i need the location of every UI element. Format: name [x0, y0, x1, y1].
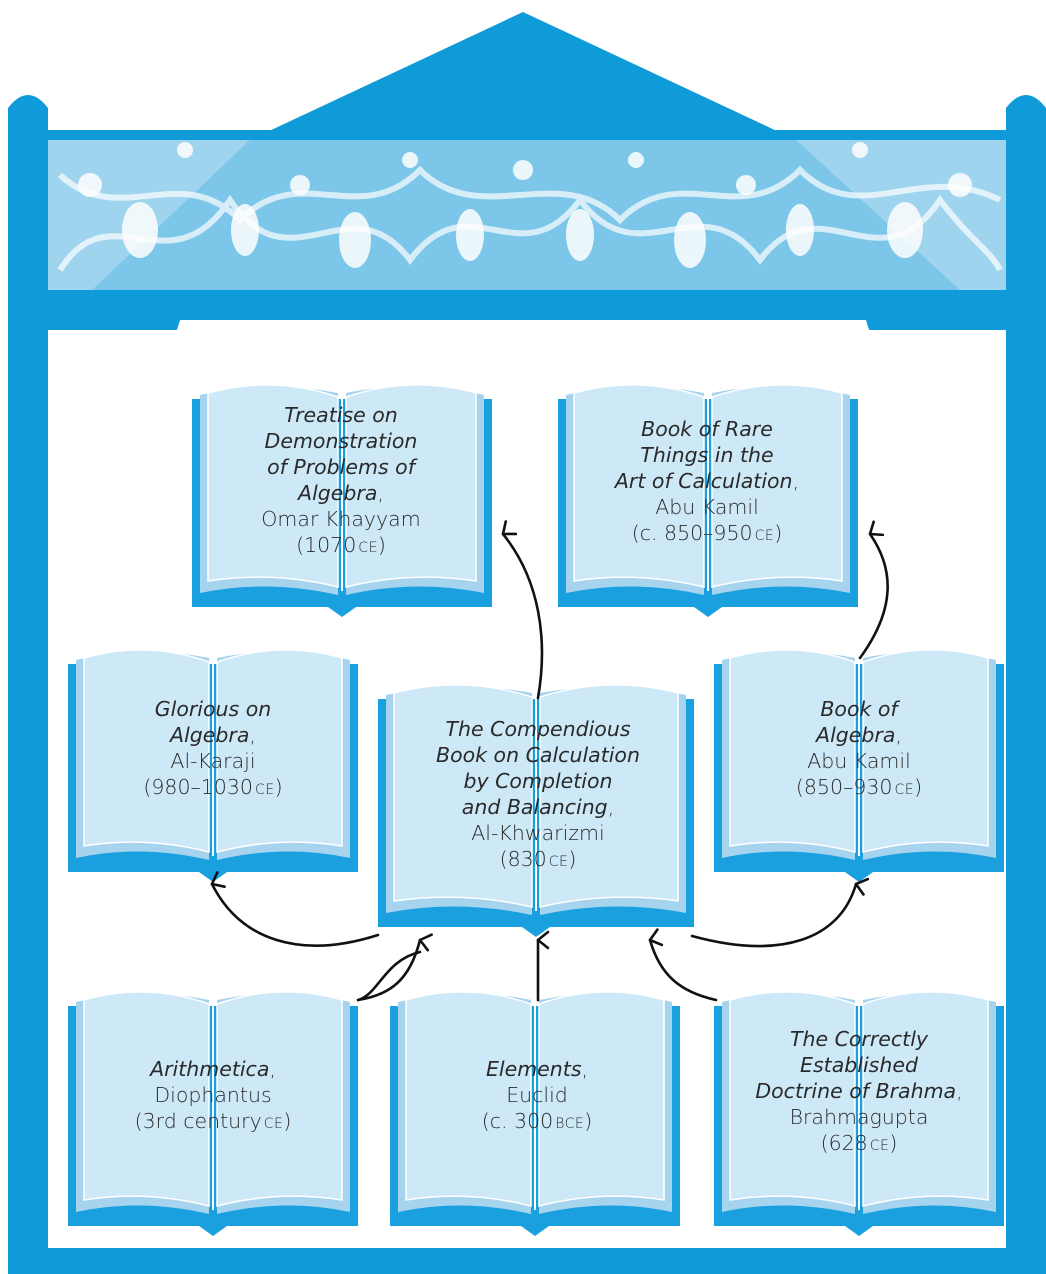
date: 3rd century — [142, 1109, 262, 1133]
era: BCE — [555, 1116, 585, 1132]
title-line: The Compendious — [445, 717, 631, 741]
right-page — [539, 684, 679, 908]
left-page — [83, 991, 210, 1207]
book-text-rare-things: Book of Rare Things in the Art of Calcul… — [562, 416, 852, 549]
era: CE — [254, 782, 275, 798]
right-page — [711, 384, 843, 588]
right-page — [216, 991, 343, 1207]
author: Abu Kamil — [807, 749, 911, 773]
era: CE — [263, 1116, 284, 1132]
right-page — [538, 991, 665, 1207]
date: 1070 — [304, 533, 357, 557]
influence-arrows — [210, 520, 889, 1002]
book-karaji — [68, 649, 358, 882]
date: 980–1030 — [151, 775, 253, 799]
arrow-khwarizmi-to-abu-kamil — [690, 877, 870, 948]
author: Brahmagupta — [789, 1105, 929, 1129]
book-arithmetica — [68, 991, 358, 1236]
era: CE — [894, 782, 915, 798]
title-line: Algebra — [298, 481, 378, 505]
left-page — [729, 991, 856, 1207]
left-page — [573, 384, 705, 588]
title-line: Demonstration — [264, 429, 418, 453]
arrow-brahma-to-khwarizmi — [648, 928, 718, 1002]
left-page — [729, 649, 856, 853]
book-text-khwarizmi: The Compendious Book on Calculation by C… — [390, 716, 686, 875]
title-line: and Balancing — [461, 795, 608, 819]
left-page — [393, 684, 533, 908]
title-line: Doctrine of Brahma — [755, 1079, 957, 1103]
right-page — [345, 384, 477, 588]
book-text-khayyam: Treatise on Demonstration of Problems of… — [196, 402, 486, 561]
title-line: Algebra — [816, 723, 896, 747]
author: Euclid — [506, 1083, 568, 1107]
title-line: Established — [800, 1053, 918, 1077]
era: CE — [358, 540, 378, 556]
date: c. 300 — [489, 1109, 554, 1133]
right-page — [862, 649, 989, 853]
title-line: by Completion — [463, 769, 613, 793]
author: Diophantus — [154, 1083, 272, 1107]
title-line: Algebra — [170, 723, 250, 747]
book-khwarizmi — [378, 684, 694, 937]
title-line: of Problems of — [267, 455, 415, 479]
book-text-arithmetica: Arithmetica, Diophantus (3rd century CE) — [68, 1056, 358, 1137]
date: c. 850–950 — [639, 521, 753, 545]
era: CE — [754, 528, 775, 544]
title-line: Treatise on — [284, 403, 398, 427]
author: Abu Kamil — [655, 495, 759, 519]
arrow-khwarizmi-to-karaji — [210, 871, 380, 947]
title-line: Book of Rare — [641, 417, 773, 441]
arrow-arithmetica-to-khwarizmi — [356, 933, 433, 1002]
left-page — [405, 991, 532, 1207]
era: CE — [548, 854, 569, 870]
book-rare-things — [558, 384, 858, 617]
author: Al-Karaji — [170, 749, 256, 773]
book-text-karaji: Glorious on Algebra, Al-Karaji (980–1030… — [68, 696, 358, 803]
title-line: Book on Calculation — [436, 743, 640, 767]
title-line: Glorious on — [154, 697, 272, 721]
era: CE — [869, 1138, 890, 1154]
author: Omar Khayyam — [261, 507, 421, 531]
right-page — [216, 649, 343, 853]
title-line: Arithmetica — [150, 1057, 270, 1081]
right-page — [862, 991, 989, 1207]
book-elements — [390, 991, 680, 1236]
book-abu-kamil-algebra — [714, 649, 1004, 882]
arrow-khwarizmi-to-khayyam — [501, 520, 544, 700]
title-line: Art of Calculation — [614, 469, 793, 493]
left-page — [207, 384, 339, 588]
title-line: Book of — [820, 697, 898, 721]
book-brahma — [714, 991, 1004, 1236]
left-page — [83, 649, 210, 853]
date: 830 — [507, 847, 547, 871]
title-line: Elements — [485, 1057, 582, 1081]
book-text-brahma: The Correctly Established Doctrine of Br… — [714, 1026, 1004, 1159]
date: 628 — [828, 1131, 868, 1155]
title-line: Things in the — [640, 443, 774, 467]
book-text-abu-kamil-algebra: Book of Algebra, Abu Kamil (850–930 CE) — [714, 696, 1004, 803]
author: Al-Khwarizmi — [471, 821, 605, 845]
book-text-elements: Elements, Euclid (c. 300 BCE) — [392, 1056, 682, 1137]
arrow-abu-kamil-to-rare-things — [858, 520, 889, 660]
books-layer — [68, 384, 1004, 1236]
title-line: The Correctly — [789, 1027, 929, 1051]
book-khayyam — [192, 384, 492, 617]
date: 850–930 — [803, 775, 893, 799]
